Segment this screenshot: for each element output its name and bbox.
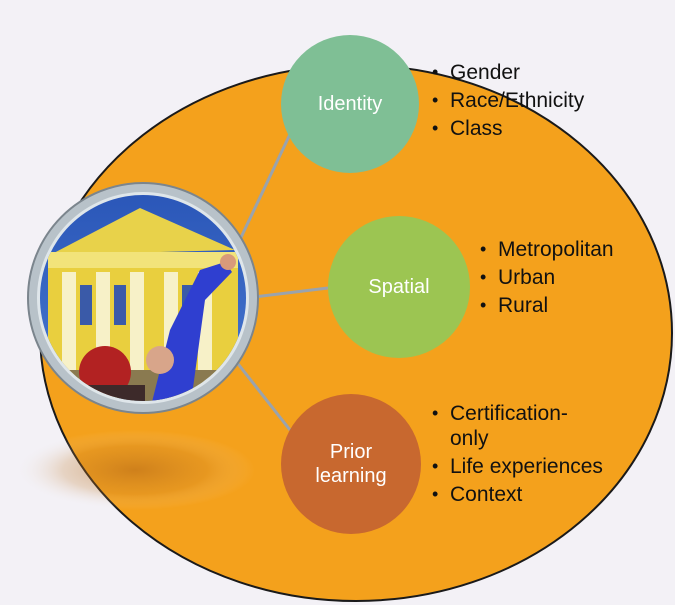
list-item: Urban <box>478 265 614 290</box>
list-item: Certification- only <box>430 401 603 451</box>
list-item: Gender <box>430 60 584 85</box>
prior-learning-bullets: Certification- only Life experiences Con… <box>430 401 603 510</box>
connector-identity <box>233 129 294 251</box>
identity-label: Identity <box>317 93 383 115</box>
identity-bullets: Gender Race/Ethnicity Class <box>430 60 584 144</box>
list-item: Metropolitan <box>478 237 614 262</box>
connector-lines <box>233 129 329 431</box>
list-item: Race/Ethnicity <box>430 88 584 113</box>
prior-learning-label: Prior learning <box>315 441 387 487</box>
prior-learning-circle <box>281 394 421 534</box>
identity-circle <box>281 35 419 173</box>
list-item: Rural <box>478 293 614 318</box>
photo-shadow <box>15 430 255 510</box>
spatial-circle <box>328 216 470 358</box>
connector-prior-learning <box>233 359 292 431</box>
list-item: Context <box>430 482 603 507</box>
list-item: Life experiences <box>430 454 603 479</box>
spatial-bullets: Metropolitan Urban Rural <box>478 237 614 321</box>
connector-spatial <box>245 286 329 300</box>
spatial-label: Spatial <box>368 276 430 298</box>
list-item: Class <box>430 116 584 141</box>
campus-building-photo <box>40 195 246 401</box>
